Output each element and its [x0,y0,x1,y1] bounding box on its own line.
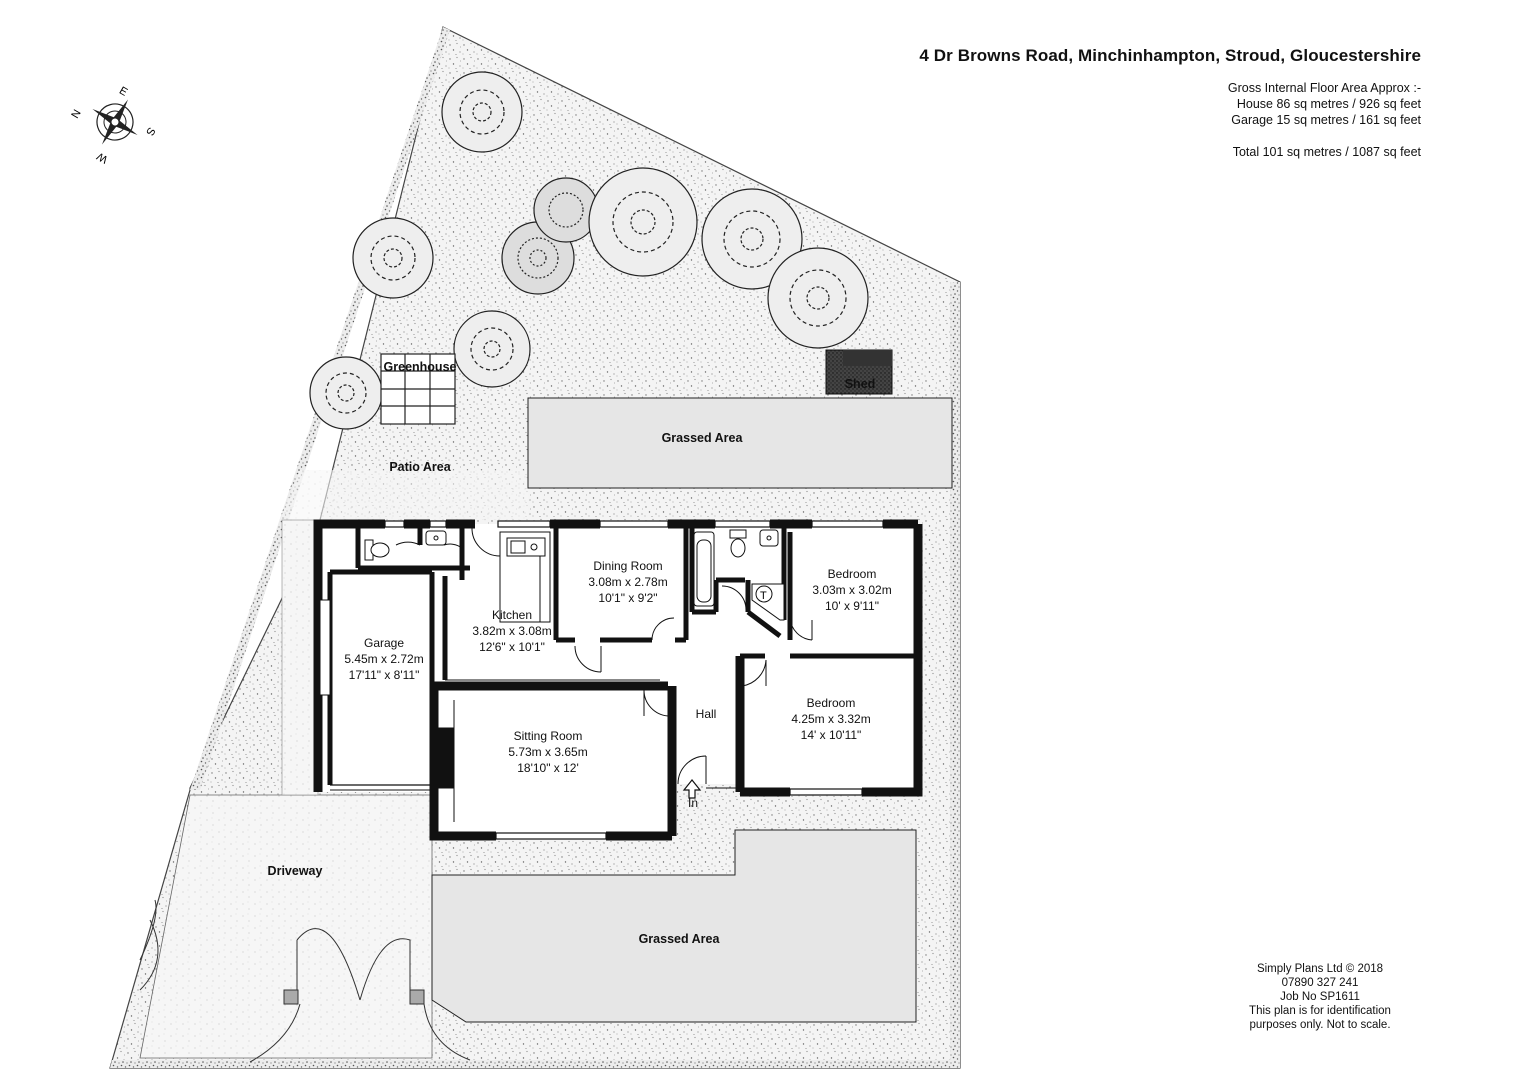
room-name: Sitting Room [514,729,583,743]
tree-icon [588,167,698,277]
basin-icon [759,529,779,547]
wc-icon [364,539,390,561]
shed-label: Shed [845,377,876,391]
room-metric: 3.03m x 3.02m [812,583,891,597]
garage-label: Garage 5.45m x 2.72m 17'11" x 8'11" [344,636,423,682]
garage-area: Garage 15 sq metres / 161 sq feet [1231,113,1421,127]
compass-e: E [117,85,129,99]
driveway-gates [139,899,471,1063]
footer-phone: 07890 327 241 [1281,977,1359,989]
area-heading: Gross Internal Floor Area Approx :- [1227,81,1421,95]
room-imperial: 10' x 9'11" [825,599,879,613]
room-name: Kitchen [492,608,532,622]
footer-credits: Simply Plans Ltd © 2018 07890 327 241 Jo… [1240,962,1400,1032]
grassed-bottom-label: Grassed Area [639,932,721,946]
patio-label: Patio Area [389,460,451,474]
compass-s: S [143,125,157,137]
cylinder-cupboard [751,583,785,621]
tree-icon [441,71,523,153]
grassed-top-label: Grassed Area [662,431,744,445]
room-imperial: 17'11" x 8'11" [349,668,420,682]
tree-icon [533,177,599,243]
room-name: Bedroom [828,567,877,581]
compass-icon [92,99,138,145]
footer-company: Simply Plans Ltd © 2018 [1256,963,1384,975]
room-metric: 4.25m x 3.32m [791,712,870,726]
compass-n: N [69,108,83,121]
room-imperial: 12'6" x 10'1" [479,640,545,654]
bottom-border-strip [110,1060,960,1068]
bedroom1-label: Bedroom 3.03m x 3.02m 10' x 9'11" [812,567,891,613]
dining-room-label: Dining Room 3.08m x 2.78m 10'1" x 9'2" [588,559,667,605]
bedroom2-label: Bedroom 4.25m x 3.32m 14' x 10'11" [791,696,870,742]
tree-icon [453,310,531,388]
kitchen-label: Kitchen 3.82m x 3.08m 12'6" x 10'1" [472,608,551,654]
toilet-icon [729,529,747,558]
footer-job: Job No SP1611 [1280,991,1360,1003]
footer-disclaimer-2: purposes only. Not to scale. [1249,1019,1391,1031]
room-imperial: 14' x 10'11" [801,728,862,742]
house-area: House 86 sq metres / 926 sq feet [1236,97,1421,111]
room-metric: 3.82m x 3.08m [472,624,551,638]
greenhouse-label: Greenhouse [384,360,457,374]
room-imperial: 18'10" x 12' [517,761,579,775]
grassed-area-bottom [431,829,917,1023]
room-name: Dining Room [593,559,662,573]
room-metric: 5.73m x 3.65m [508,745,587,759]
driveway-area [139,794,433,1059]
total-area: Total 101 sq metres / 1087 sq feet [1232,145,1421,159]
room-imperial: 10'1" x 9'2" [598,591,657,605]
left-side-path [281,519,319,796]
footer-disclaimer-1: This plan is for identification [1249,1005,1391,1017]
patio-area [280,470,528,520]
room-name: Garage [364,636,404,650]
tree-icon [352,217,434,299]
grassed-area-top [527,397,953,489]
driveway-label: Driveway [268,864,323,878]
tree-icon [309,356,383,430]
tree-icon [701,188,803,290]
entrance-label: In [688,796,698,810]
sitting-room-label: Sitting Room 5.73m x 3.65m 18'10" x 12' [508,729,587,775]
greenhouse [380,353,456,425]
room-metric: 3.08m x 2.78m [588,575,667,589]
compass-w: W [94,149,110,165]
house: T [313,519,923,841]
basin-icon [425,530,447,546]
property-address: 4 Dr Browns Road, Minchinhampton, Stroud… [919,46,1421,65]
tree-icon [767,247,869,349]
entrance-arrow-icon [682,779,702,799]
cylinder-label: T [760,590,767,602]
room-metric: 5.45m x 2.72m [344,652,423,666]
bath-icon [693,531,715,607]
room-name: Bedroom [807,696,856,710]
hall-label: Hall [696,707,717,721]
shed [825,349,893,395]
trees [309,71,869,430]
sink-icon [506,537,546,557]
